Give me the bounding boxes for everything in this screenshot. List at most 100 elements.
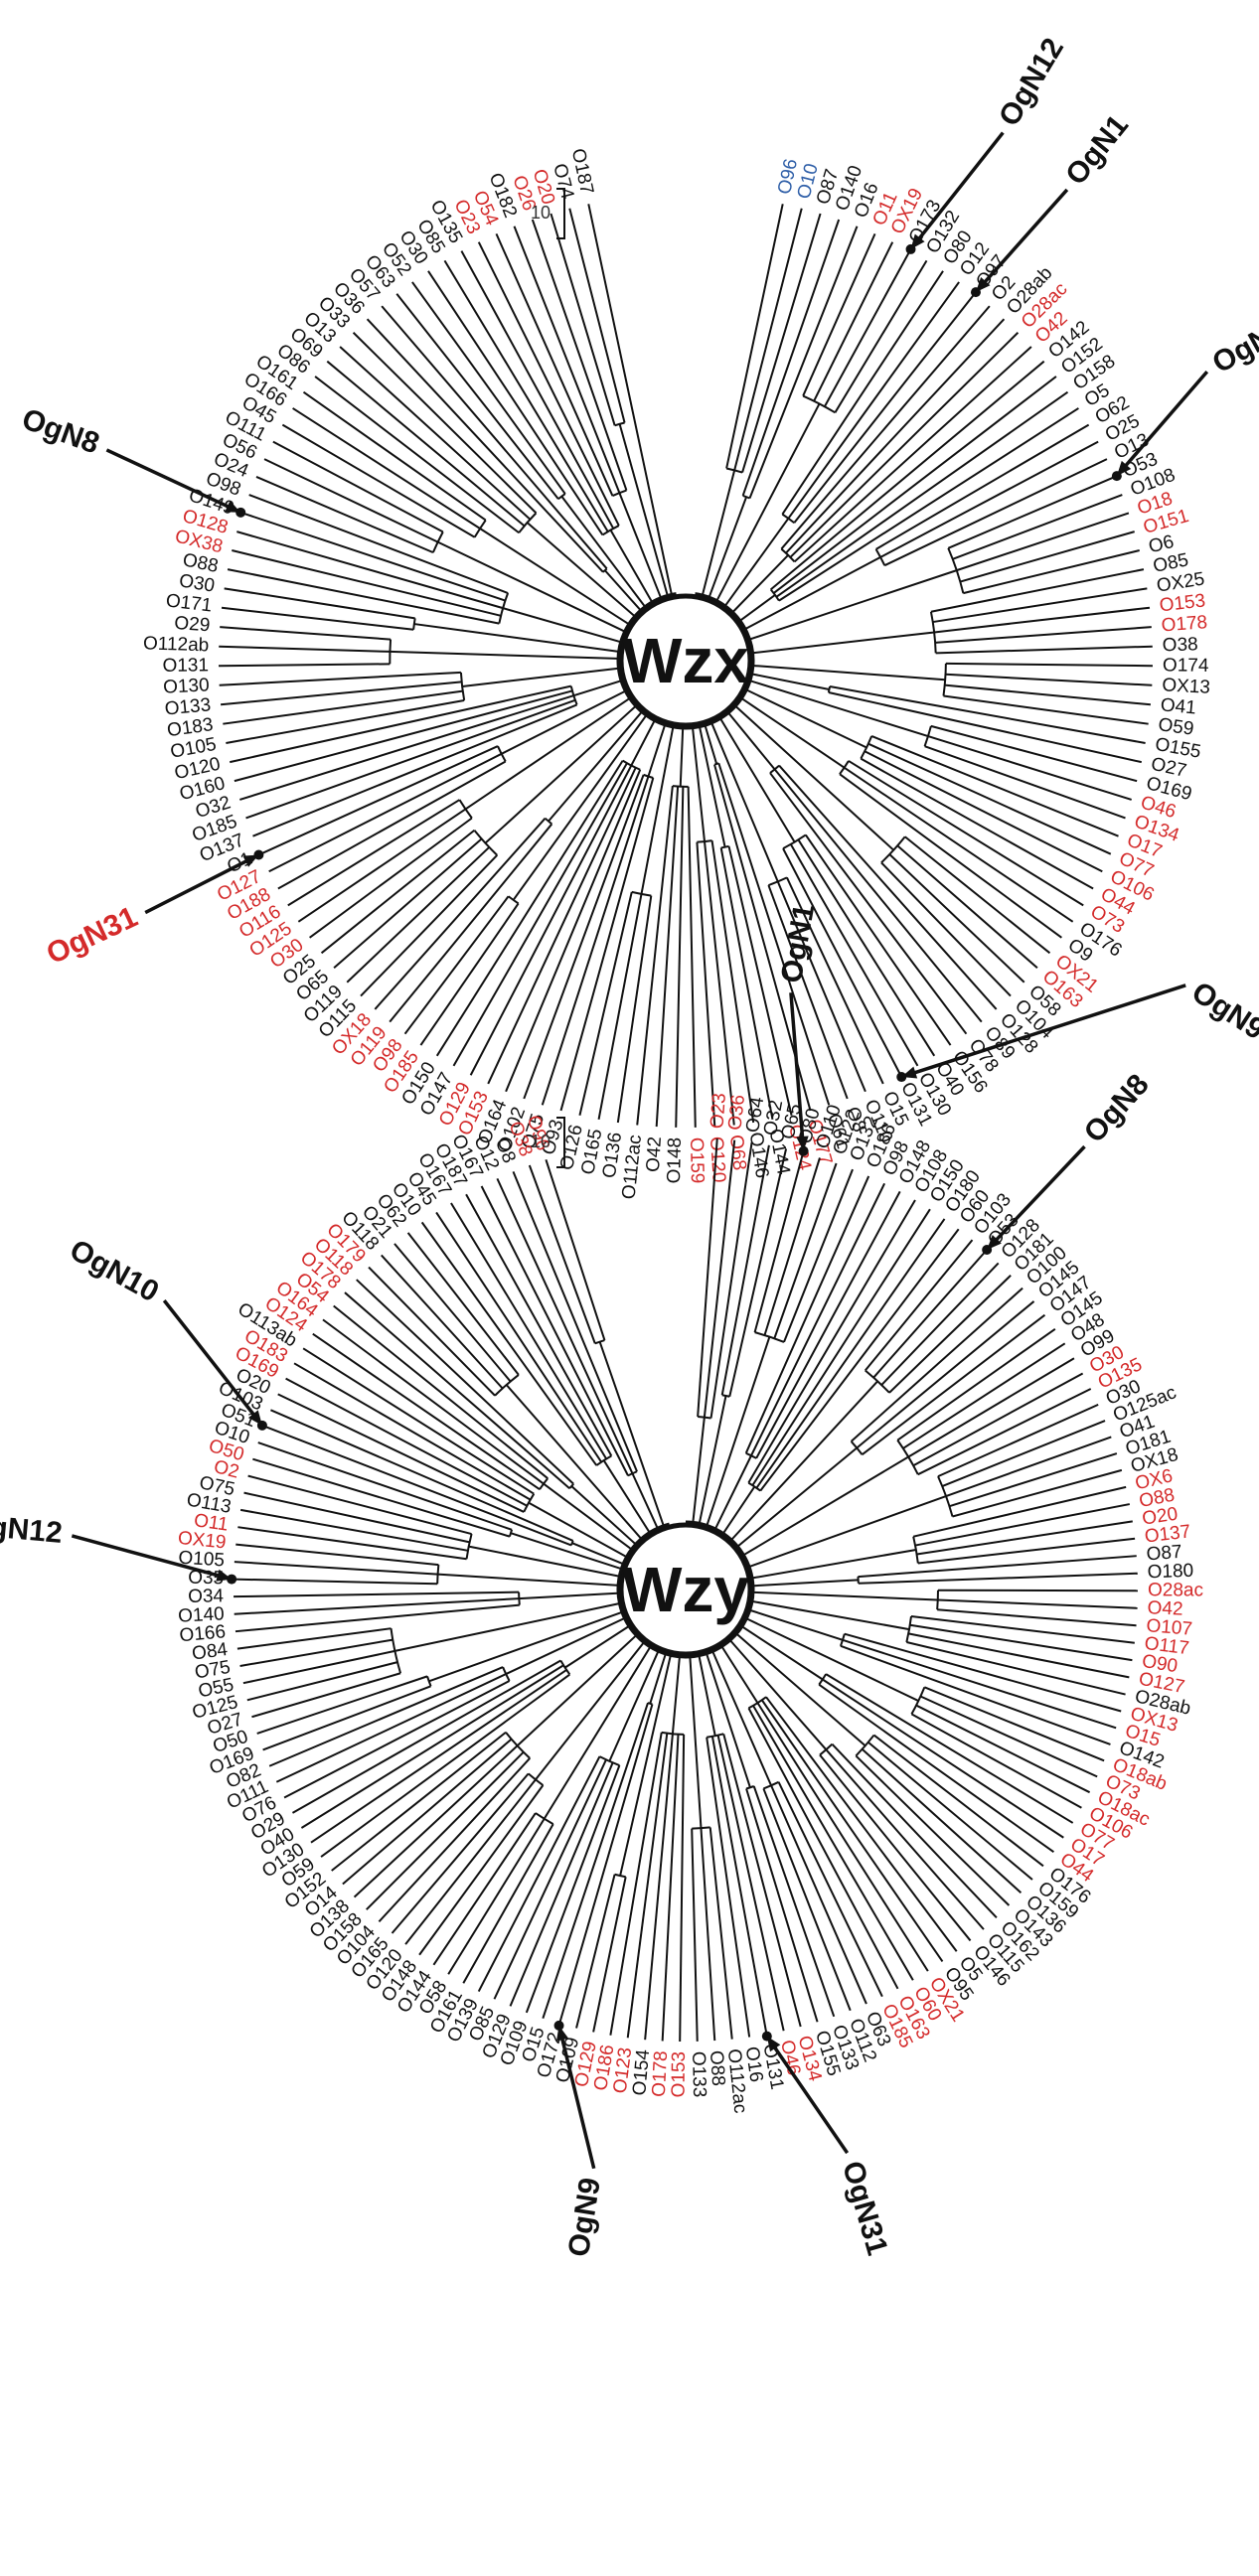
leaf-label: O180	[1147, 1561, 1193, 1584]
leaf-label: O140	[178, 1603, 226, 1626]
branch-arc	[458, 799, 473, 820]
leaf-branch	[741, 219, 841, 497]
leaf-branch	[342, 1738, 513, 1886]
leaf-branch	[822, 1678, 1064, 1839]
leaf-branch	[880, 1262, 1000, 1386]
annotation-arrow	[974, 188, 1069, 294]
leaf-branch	[842, 1638, 1117, 1730]
leaf-branch	[793, 293, 976, 524]
leaf-label: O42	[643, 1136, 666, 1172]
leaf-branch	[346, 846, 491, 984]
branch-stem	[510, 1532, 621, 1570]
leaf-branch	[888, 853, 1025, 984]
leaf-branch	[912, 1485, 1127, 1538]
leaf-branch	[395, 293, 559, 500]
leaf-branch	[381, 305, 608, 570]
leaf-branch	[465, 1193, 613, 1456]
annotation-label: OgN9	[1185, 976, 1259, 1046]
annotation-arrow	[765, 2035, 850, 2155]
leaf-branch	[309, 817, 473, 939]
leaf-branch	[793, 346, 1032, 563]
leaf-branch	[710, 1736, 768, 2035]
leaf-branch	[293, 1362, 532, 1501]
leaf-branch	[368, 1266, 496, 1397]
leaf-branch	[389, 823, 553, 1023]
leaf-branch	[245, 698, 576, 820]
leaf-label: O133	[688, 2051, 709, 2098]
leaf-branch	[883, 458, 1108, 567]
leaf-branch	[773, 1162, 838, 1339]
branch-stem	[512, 715, 647, 901]
annotation-arrow	[909, 131, 1005, 250]
leaf-branch	[864, 750, 1103, 873]
branch-stem	[618, 492, 662, 598]
leaf-branch	[923, 1686, 1105, 1762]
leaf-branch	[947, 475, 1116, 549]
scale-bar	[556, 188, 565, 239]
leaf-branch	[257, 1441, 513, 1531]
leaf-branch	[541, 776, 650, 1106]
leaf-label: O28ac	[1148, 1580, 1203, 1600]
leaf-branch	[525, 1764, 621, 2014]
branch-arc	[647, 1702, 653, 1706]
branch-stem	[750, 1609, 844, 1641]
leaf-branch	[297, 808, 467, 923]
leaf-branch	[356, 1279, 574, 1485]
leaf-label: O42	[1147, 1597, 1183, 1619]
branch-stem	[679, 728, 685, 787]
leaf-branch	[862, 1313, 1046, 1456]
branch-arc	[614, 421, 625, 427]
branch-stem	[708, 496, 748, 597]
leaf-branch	[858, 1572, 1138, 1585]
leaf-branch	[460, 250, 615, 530]
leaf-branch	[831, 1743, 998, 1919]
branch-stem	[437, 540, 625, 633]
leaf-branch	[302, 1347, 535, 1495]
branch-stem	[742, 1626, 824, 1681]
leaf-branch	[856, 1300, 1035, 1449]
annotation-arrow	[71, 1534, 233, 1582]
branch-stem	[740, 594, 776, 621]
branch-arc	[725, 467, 743, 474]
leaf-branch	[495, 232, 614, 497]
leaf-branch	[862, 1747, 1023, 1894]
leaf-branch	[708, 1827, 733, 2040]
leaf-branch	[919, 1695, 1098, 1778]
leaf-label: O154	[629, 2048, 654, 2097]
leaf-branch	[246, 1661, 398, 1702]
leaf-branch	[418, 1784, 545, 1956]
annotation-arrow	[985, 1144, 1086, 1252]
branch-stem	[721, 1646, 759, 1704]
leaf-branch	[381, 1254, 504, 1390]
branch-arc	[720, 844, 729, 849]
leaf-branch	[697, 1138, 718, 1418]
leaf-branch	[326, 360, 526, 528]
leaf-label: O68	[725, 1134, 750, 1171]
leaf-branch	[703, 1139, 736, 1418]
leaf-branch	[753, 1152, 805, 1333]
leaf-branch	[512, 1171, 638, 1472]
branch-stem	[394, 1602, 619, 1652]
leaf-branch	[834, 259, 928, 413]
leaf-branch	[292, 407, 481, 530]
leaf-branch	[587, 204, 655, 511]
branch-arc	[473, 830, 498, 856]
leaf-branch	[247, 1474, 472, 1536]
leaf-branch	[592, 1877, 627, 2033]
branch-stem	[598, 1341, 665, 1526]
leaf-branch	[727, 845, 793, 1116]
branch-stem	[609, 530, 653, 602]
leaf-branch	[239, 694, 574, 801]
leaf-branch	[819, 1753, 972, 1942]
leaf-branch	[733, 208, 803, 471]
leaf-branch	[450, 1202, 608, 1460]
branch-arc	[781, 513, 795, 525]
branch-stem	[710, 723, 779, 882]
leaf-branch	[312, 1332, 541, 1491]
branch-stem	[572, 680, 621, 697]
annotation-arrow	[105, 448, 241, 515]
branch-stem	[750, 680, 929, 738]
leaf-branch	[236, 530, 504, 610]
leaf-label: O16	[741, 2046, 767, 2084]
leaf-branch	[751, 1208, 931, 1486]
